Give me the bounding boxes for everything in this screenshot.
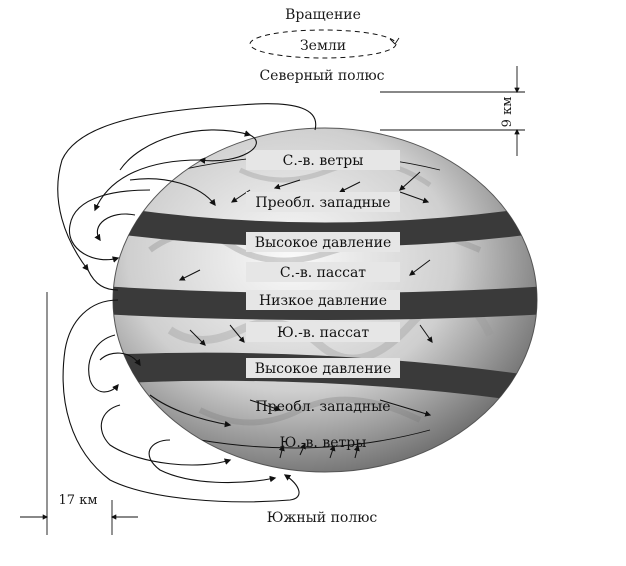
rotation-title-line2: Земли [300, 38, 346, 54]
band-label-ne-winds: С.-в. ветры [283, 153, 364, 169]
band-label-high-pressure-south: Высокое давление [255, 361, 392, 377]
north-pole-label: Северный полюс [259, 68, 384, 84]
band-label-high-pressure-north: Высокое давление [255, 235, 392, 251]
measure-17km-label: 17 км [59, 493, 98, 508]
rotation-title-line1: Вращение [285, 7, 361, 23]
band-labels: С.-в. ветры Преобл. западные Высокое дав… [246, 150, 400, 451]
measure-9km-label: 9 км [500, 97, 515, 128]
band-label-low-pressure: Низкое давление [259, 293, 387, 309]
band-label-ne-trade: С.-в. пассат [280, 265, 366, 281]
earth-rotation-label: Вращение Земли [250, 7, 399, 58]
band-label-westerlies-north: Преобл. западные [255, 195, 390, 211]
band-label-se-winds: Ю.-в. ветры [280, 435, 367, 451]
band-label-se-trade: Ю.-в. пассат [277, 325, 369, 341]
band-label-westerlies-south: Преобл. западные [255, 399, 390, 415]
south-pole-label: Южный полюс [267, 510, 378, 526]
